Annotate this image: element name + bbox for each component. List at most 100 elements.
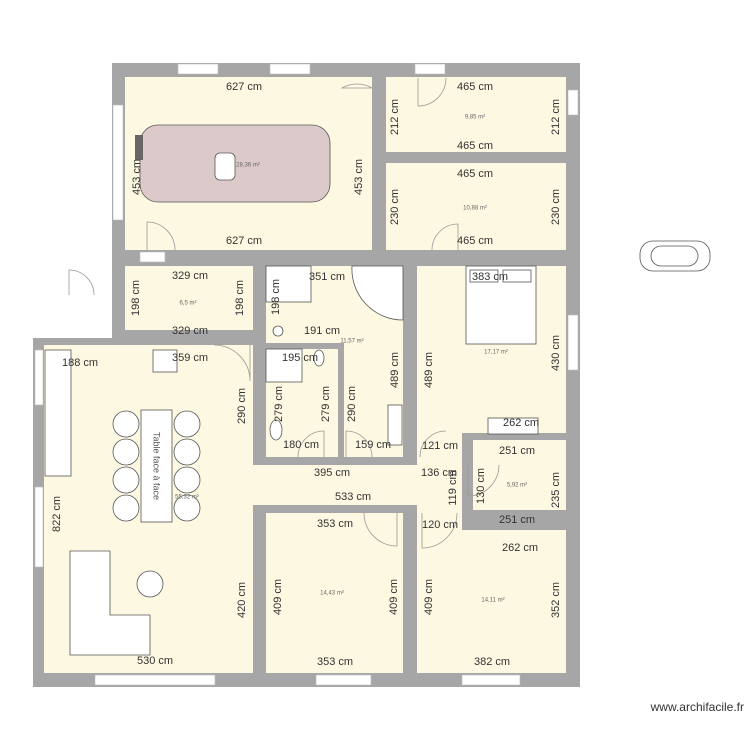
room-a[interactable] xyxy=(386,77,566,152)
svg-text:489 cm: 489 cm xyxy=(423,352,435,388)
svg-text:822 cm: 822 cm xyxy=(51,496,63,532)
svg-text:395 cm: 395 cm xyxy=(314,467,350,479)
bathroom-labels: 351 cm 198 cm 191 cm 195 cm 279 cm 279 c… xyxy=(270,271,401,451)
svg-text:279 cm: 279 cm xyxy=(320,386,332,422)
bedroom-3-labels: 262 cm 382 cm 409 cm 352 cm 14,11 m² xyxy=(423,542,562,668)
svg-text:121 cm: 121 cm xyxy=(422,440,458,452)
svg-text:130 cm: 130 cm xyxy=(475,468,487,504)
corridor-labels: 395 cm 136 cm 119 cm 533 cm 120 cm xyxy=(314,467,459,531)
shower-icon xyxy=(265,265,312,383)
freestanding-bathtub-icon xyxy=(639,240,711,272)
svg-text:290 cm: 290 cm xyxy=(346,386,358,422)
svg-text:453 cm: 453 cm xyxy=(353,159,365,195)
svg-text:Table face à face: Table face à face xyxy=(152,432,162,500)
svg-text:120 cm: 120 cm xyxy=(422,519,458,531)
watermark[interactable]: www.archifacile.fr xyxy=(650,700,744,714)
svg-text:235 cm: 235 cm xyxy=(550,472,562,508)
svg-text:230 cm: 230 cm xyxy=(389,189,401,225)
room-bedroom-3[interactable] xyxy=(417,530,566,673)
svg-text:9,85 m²: 9,85 m² xyxy=(465,115,485,121)
bath-wall-v xyxy=(338,343,344,457)
svg-text:251 cm: 251 cm xyxy=(499,514,535,526)
svg-text:180 cm: 180 cm xyxy=(283,439,319,451)
svg-text:14,43 m²: 14,43 m² xyxy=(320,591,344,597)
svg-text:212 cm: 212 cm xyxy=(550,99,562,135)
svg-text:136 cm: 136 cm xyxy=(421,467,457,479)
room-a-labels: 465 cm 465 cm 212 cm 212 cm 9,85 m² xyxy=(389,81,562,152)
svg-text:279 cm: 279 cm xyxy=(273,386,285,422)
svg-text:191 cm: 191 cm xyxy=(304,325,340,337)
svg-text:212 cm: 212 cm xyxy=(389,99,401,135)
svg-text:453 cm: 453 cm xyxy=(131,159,143,195)
svg-text:262 cm: 262 cm xyxy=(503,417,539,429)
svg-text:6,5 m²: 6,5 m² xyxy=(179,301,196,307)
svg-text:195 cm: 195 cm xyxy=(282,352,318,364)
car-icon xyxy=(135,124,331,203)
svg-text:465 cm: 465 cm xyxy=(457,140,493,152)
vanity-icon xyxy=(387,404,403,446)
svg-text:530 cm: 530 cm xyxy=(137,655,173,667)
svg-text:353 cm: 353 cm xyxy=(317,656,353,668)
room-c[interactable] xyxy=(125,266,253,330)
garage-labels: 627 cm 627 cm 453 cm 453 cm 28,36 m² xyxy=(131,81,365,247)
svg-text:329 cm: 329 cm xyxy=(172,325,208,337)
svg-text:627 cm: 627 cm xyxy=(226,81,262,93)
svg-text:351 cm: 351 cm xyxy=(309,271,345,283)
svg-text:159 cm: 159 cm xyxy=(355,439,391,451)
svg-text:55,32 m²: 55,32 m² xyxy=(175,495,199,501)
doors xyxy=(68,77,500,549)
sink-icon xyxy=(272,325,284,337)
svg-text:290 cm: 290 cm xyxy=(236,388,248,424)
svg-text:119 cm: 119 cm xyxy=(447,470,459,505)
svg-text:329 cm: 329 cm xyxy=(172,270,208,282)
svg-text:17,17 m²: 17,17 m² xyxy=(484,350,508,356)
svg-text:420 cm: 420 cm xyxy=(236,582,248,618)
svg-text:359 cm: 359 cm xyxy=(172,352,208,364)
svg-text:14,11 m²: 14,11 m² xyxy=(481,598,504,604)
room-b[interactable] xyxy=(386,163,566,250)
kitchen-counter xyxy=(44,349,72,477)
corner-bathtub-icon xyxy=(351,265,404,321)
svg-text:465 cm: 465 cm xyxy=(457,235,493,247)
svg-text:430 cm: 430 cm xyxy=(550,335,562,371)
svg-text:251 cm: 251 cm xyxy=(499,445,535,457)
stove-icon xyxy=(152,349,178,373)
bed-icon xyxy=(465,265,537,345)
chairs xyxy=(112,410,201,522)
desk-icon xyxy=(487,417,539,435)
bedroom-main-labels: 383 cm 489 cm 430 cm 262 cm 121 cm 17,17… xyxy=(422,271,562,452)
small-room-labels: 251 cm 251 cm 130 cm 235 cm 5,92 m² xyxy=(475,445,562,526)
svg-text:353 cm: 353 cm xyxy=(317,518,353,530)
room-corridor-end xyxy=(417,433,462,530)
room-bedroom-2[interactable] xyxy=(266,513,403,673)
bath-wall-h xyxy=(266,343,343,349)
svg-text:198 cm: 198 cm xyxy=(130,280,142,316)
svg-text:465 cm: 465 cm xyxy=(457,81,493,93)
dining-table xyxy=(140,409,173,523)
svg-text:383 cm: 383 cm xyxy=(472,271,508,283)
svg-text:188 cm: 188 cm xyxy=(62,357,98,369)
svg-text:465 cm: 465 cm xyxy=(457,168,493,180)
windows xyxy=(34,63,579,686)
svg-text:533 cm: 533 cm xyxy=(335,491,371,503)
svg-text:10,88 m²: 10,88 m² xyxy=(463,206,487,212)
room-small[interactable] xyxy=(473,440,566,510)
svg-text:198 cm: 198 cm xyxy=(234,280,246,316)
svg-text:262 cm: 262 cm xyxy=(502,542,538,554)
svg-text:28,36 m²: 28,36 m² xyxy=(236,163,260,169)
svg-text:230 cm: 230 cm xyxy=(550,189,562,225)
toilet-icon xyxy=(313,349,325,367)
svg-text:198 cm: 198 cm xyxy=(270,279,282,315)
room-c-labels: 329 cm 329 cm 198 cm 198 cm 6,5 m² xyxy=(130,270,246,337)
svg-text:5,92 m²: 5,92 m² xyxy=(507,483,527,489)
room-b-labels: 465 cm 465 cm 230 cm 230 cm 10,88 m² xyxy=(389,168,562,247)
svg-text:409 cm: 409 cm xyxy=(423,579,435,615)
living-labels: 188 cm 359 cm 290 cm 822 cm 420 cm 530 c… xyxy=(51,352,248,667)
svg-text:627 cm: 627 cm xyxy=(226,235,262,247)
sofa-icon xyxy=(69,550,151,656)
bedroom-2-labels: 353 cm 353 cm 409 cm 409 cm 14,43 m² xyxy=(272,518,400,668)
sink-icon-2 xyxy=(269,419,283,441)
svg-text:409 cm: 409 cm xyxy=(272,579,284,615)
svg-text:382 cm: 382 cm xyxy=(474,656,510,668)
